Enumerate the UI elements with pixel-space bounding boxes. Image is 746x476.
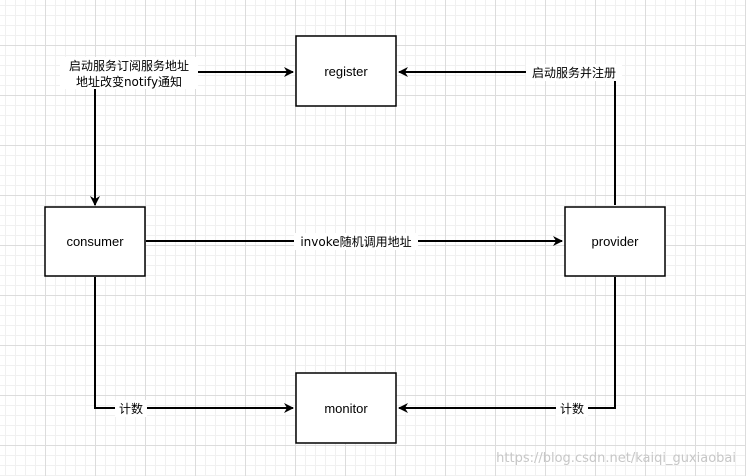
- watermark-text: https://blog.csdn.net/kaiqi_guxiaobai: [496, 451, 736, 466]
- label-bg-consumer-provider: [294, 233, 418, 250]
- label-bg-consumer-monitor: [115, 400, 147, 417]
- label-consumer-monitor: 计数: [119, 401, 143, 416]
- label-provider-register: 启动服务并注册: [532, 65, 616, 80]
- label-consumer-register-line1: 启动服务订阅服务地址: [69, 58, 189, 73]
- edge-consumer-to-register: [94, 67, 294, 205]
- node-consumer-label: consumer: [66, 234, 124, 249]
- label-consumer-register-line2: 地址改变notify通知: [76, 74, 182, 89]
- node-register[interactable]: register: [295, 35, 397, 107]
- label-bg-consumer-register: [60, 57, 198, 89]
- node-consumer[interactable]: consumer: [44, 206, 146, 277]
- label-provider-monitor: 计数: [560, 401, 584, 416]
- node-provider[interactable]: provider: [564, 206, 666, 277]
- node-monitor-label: monitor: [324, 401, 368, 416]
- node-monitor[interactable]: monitor: [295, 372, 397, 444]
- node-register-label: register: [324, 64, 368, 79]
- node-provider-label: provider: [592, 234, 640, 249]
- edge-provider-to-monitor: [398, 277, 616, 413]
- label-bg-provider-register: [526, 64, 622, 81]
- edge-consumer-to-monitor: [94, 277, 294, 413]
- label-consumer-provider: invoke随机调用地址: [300, 234, 411, 249]
- edge-provider-to-register: [398, 67, 616, 205]
- label-bg-provider-monitor: [556, 400, 588, 417]
